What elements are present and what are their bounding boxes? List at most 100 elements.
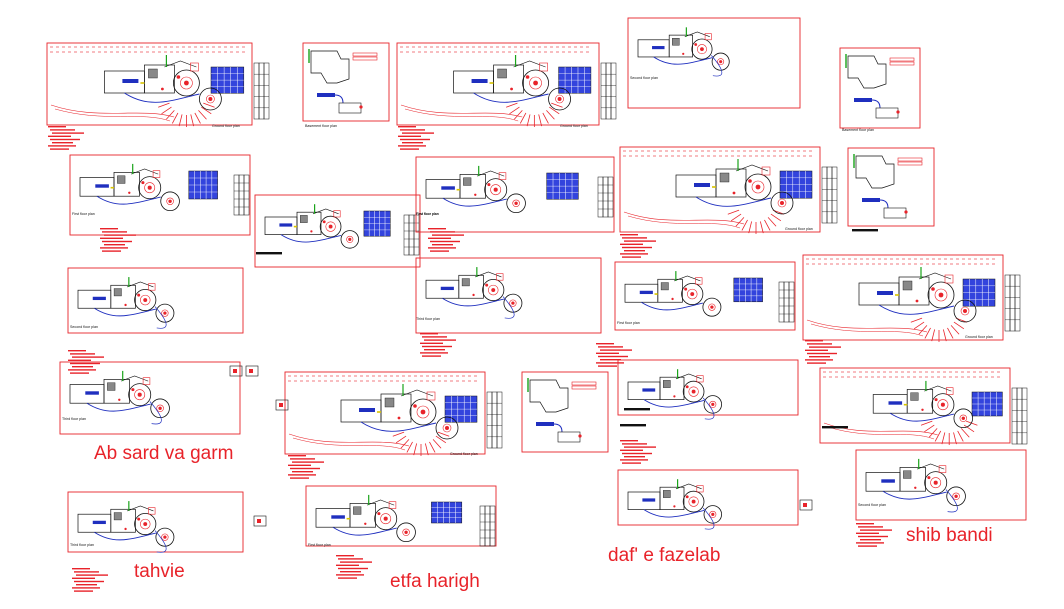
auditorium-seating xyxy=(971,391,1003,417)
plan-sheet-14: Ground floor plan xyxy=(802,254,1021,364)
label-ab-sard-va-garm: Ab sard va garm xyxy=(94,443,234,464)
basement-plan xyxy=(853,154,923,219)
plan-sheet-21: First floor plan xyxy=(305,485,497,579)
plan-sheet-20: Third floor plan xyxy=(67,491,244,592)
plan-sheet-23: Second floor plan xyxy=(855,449,1027,547)
basement-plan xyxy=(527,378,597,443)
auditorium-seating xyxy=(733,277,763,303)
title-block xyxy=(597,176,614,218)
title-block xyxy=(479,505,496,547)
legend-notes xyxy=(288,455,324,479)
label-shib-bandi: shib bandi xyxy=(906,525,993,546)
plan-sheet-7: First floor plan xyxy=(254,194,439,268)
legend-notes xyxy=(100,228,136,252)
sheet-caption: Ground floor plan xyxy=(450,452,478,456)
auditorium-seating xyxy=(210,66,245,94)
title-block xyxy=(486,391,503,449)
building-outline xyxy=(77,501,175,553)
legend-notes xyxy=(856,523,892,547)
title-block xyxy=(600,62,617,120)
plan-sheet-22 xyxy=(617,469,799,530)
sheet-caption: Second floor plan xyxy=(70,325,98,329)
basement-plan xyxy=(845,54,915,119)
building-outline xyxy=(872,380,974,429)
auditorium-seating xyxy=(363,210,391,237)
sheet-caption: Ground floor plan xyxy=(785,227,813,231)
legend-notes xyxy=(68,350,104,374)
sheet-caption: Basement floor plan xyxy=(305,124,337,128)
title-block xyxy=(778,281,795,323)
plan-sheet-10 xyxy=(847,147,935,227)
ground-extras xyxy=(288,375,478,456)
plan-sheet-2: Basement floor plan xyxy=(302,42,390,128)
label-tahvie: tahvie xyxy=(134,561,185,582)
title-block xyxy=(253,62,270,120)
title-block xyxy=(233,174,250,216)
building-outline xyxy=(627,369,723,420)
title-block xyxy=(1004,274,1021,332)
sheet-caption: Third floor plan xyxy=(62,417,86,421)
legend-notes xyxy=(428,228,464,252)
legend-notes xyxy=(398,126,434,150)
building-outline xyxy=(79,163,180,212)
sheet-caption: Third floor plan xyxy=(70,543,94,547)
plan-sheet-18 xyxy=(617,359,799,464)
plan-sheet-16: Ground floor plan xyxy=(284,371,503,479)
building-outline xyxy=(675,159,794,215)
sheet-caption: First floor plan xyxy=(308,543,331,547)
sheet-caption: First floor plan xyxy=(72,212,95,216)
building-outline xyxy=(315,494,416,543)
ground-extras xyxy=(400,46,592,127)
building-outline xyxy=(69,370,170,425)
building-outline xyxy=(453,55,571,111)
auditorium-seating xyxy=(444,395,478,423)
plan-sheet-1: Ground floor plan xyxy=(46,42,270,150)
title-block xyxy=(821,166,838,224)
auditorium-seating xyxy=(188,170,218,200)
building-outline xyxy=(637,27,730,77)
sheet-caption: Basement floor plan xyxy=(842,128,874,132)
building-outline xyxy=(624,271,722,317)
plan-sheet-13: First floor plan xyxy=(596,261,796,367)
plan-sheet-5: Basement floor plan xyxy=(839,47,921,132)
plan-sheet-6: First floor plan xyxy=(69,154,251,252)
ground-extras xyxy=(823,371,1003,445)
auditorium-seating xyxy=(779,170,813,199)
basement-plan xyxy=(308,49,378,114)
plan-sheet-4: Second floor plan xyxy=(627,17,801,109)
misc-symbols xyxy=(229,229,878,527)
legend-notes xyxy=(620,234,656,258)
legend-notes xyxy=(72,568,108,592)
legend-notes xyxy=(336,555,372,579)
building-outline xyxy=(627,479,723,530)
legend-notes xyxy=(420,333,456,357)
building-outline xyxy=(425,165,526,214)
building-outline xyxy=(264,204,360,249)
sheet-caption: Third floor plan xyxy=(416,317,440,321)
building-outline xyxy=(858,267,977,323)
building-outline xyxy=(865,458,966,513)
legend-notes xyxy=(620,440,656,464)
plan-sheet-3: Ground floor plan xyxy=(396,42,617,150)
sheet-caption: Ground floor plan xyxy=(212,124,240,128)
building-outline xyxy=(104,55,222,111)
auditorium-seating xyxy=(962,278,996,307)
legend-notes xyxy=(805,340,841,364)
sheet-caption: First floor plan xyxy=(617,321,640,325)
plan-sheet-19 xyxy=(819,367,1028,445)
sheet-caption: Second floor plan xyxy=(630,76,658,80)
plan-sheet-9: Ground floor plan xyxy=(619,146,838,258)
building-outline xyxy=(77,277,175,329)
ground-extras xyxy=(806,258,996,342)
title-block xyxy=(1011,387,1028,445)
plan-sheet-8: First floor plan xyxy=(415,156,615,252)
sheet-caption: Ground floor plan xyxy=(965,335,993,339)
ground-extras xyxy=(50,46,245,127)
auditorium-seating xyxy=(431,501,463,524)
sheet-caption: Second floor plan xyxy=(858,503,886,507)
building-outline xyxy=(425,267,523,319)
sheet-caption: Ground floor plan xyxy=(560,124,588,128)
label-etfa-harigh: etfa harigh xyxy=(390,571,480,592)
